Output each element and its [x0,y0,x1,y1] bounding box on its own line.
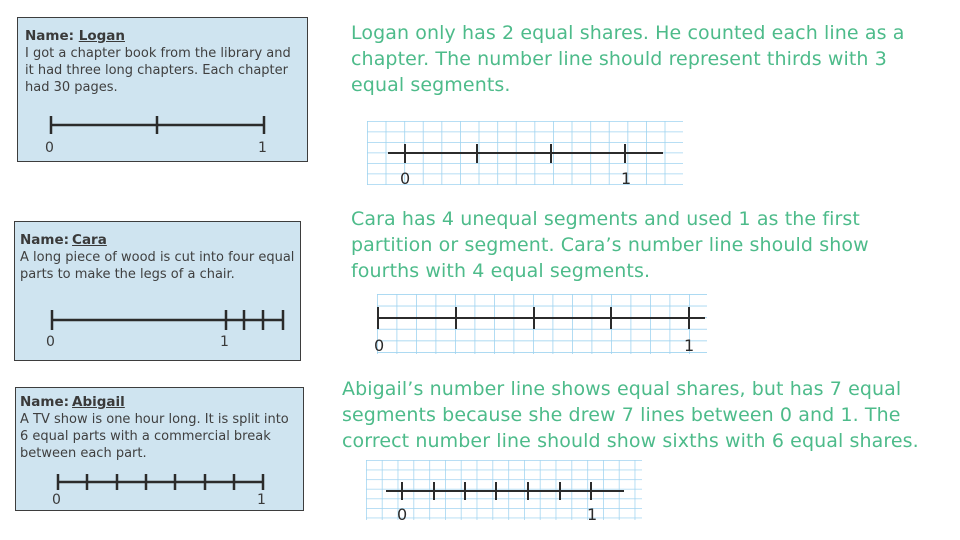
student-name: Logan [78,28,125,44]
corrected-number-line-thirds [367,121,683,185]
tick-label-0: 0 [400,169,411,188]
tick-label-0: 0 [52,492,61,508]
feedback-note-cara: Cara has 4 unequal segments and used 1 a… [351,208,869,282]
number-line [56,474,265,490]
student-name-line: Name:Cara [20,232,298,249]
tick-label-1: 1 [257,492,266,508]
number-line [50,310,285,330]
tick-label-0: 0 [45,140,54,156]
name-label: Name: [20,232,70,248]
tick-label-1: 1 [684,336,695,355]
student-card-abigail: Name:Abigail A TV show is one hour long.… [15,387,304,511]
name-label: Name: [20,394,70,410]
student-card-cara: Name:Cara A long piece of wood is cut in… [14,221,301,361]
corrected-number-line-sixths [366,460,642,520]
tick-label-1: 1 [220,334,229,350]
feedback-note-abigail: Abigail’s number line shows equal shares… [342,378,919,452]
student-card-logan: Name: Logan I got a chapter book from th… [17,17,308,162]
number-line [49,116,266,134]
feedback-note-logan: Logan only has 2 equal shares. He counte… [351,22,905,96]
student-name-line: Name: Logan [25,28,303,45]
tick-label-1: 1 [587,505,598,524]
tick-label-1: 1 [258,140,267,156]
student-name: Cara [72,232,107,248]
word-problem-text: I got a chapter book from the library an… [25,46,291,95]
word-problem-text: A long piece of wood is cut into four eq… [20,250,295,282]
tick-label-0: 0 [46,334,55,350]
student-name-line: Name:Abigail [20,394,300,411]
word-problem-text: A TV show is one hour long. It is split … [20,412,289,461]
corrected-number-line-fourths [377,294,707,354]
student-name: Abigail [72,394,125,410]
tick-label-0: 0 [397,505,408,524]
tick-label-1: 1 [621,169,632,188]
tick-label-0: 0 [374,336,385,355]
name-label: Name: [25,28,75,44]
